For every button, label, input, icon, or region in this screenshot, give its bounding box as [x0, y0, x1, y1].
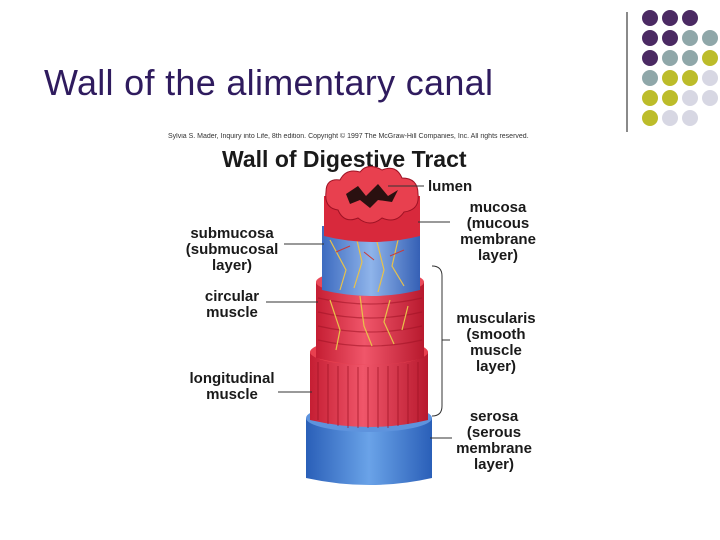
label-submucosa: submucosa (submucosal layer) — [185, 225, 279, 274]
label-longitudinal-muscle: longitudinal muscle — [189, 370, 275, 403]
dot — [642, 10, 658, 26]
dot — [642, 50, 658, 66]
dot — [682, 10, 698, 26]
label-muscularis: muscularis (smooth muscle layer) — [456, 310, 536, 375]
label-circular-muscle: circular muscle — [204, 288, 260, 321]
dot — [702, 90, 718, 106]
dot — [682, 70, 698, 86]
leader-lines — [266, 185, 452, 439]
label-mucosa: mucosa (mucous membrane layer) — [460, 199, 536, 264]
dot — [642, 90, 658, 106]
slide-title: Wall of the alimentary canal — [44, 62, 494, 103]
dot — [662, 30, 678, 46]
dot — [662, 70, 678, 86]
dot — [702, 30, 718, 46]
dot — [682, 30, 698, 46]
dot — [702, 70, 718, 86]
dot — [682, 90, 698, 106]
dot — [642, 70, 658, 86]
dot — [662, 50, 678, 66]
dot — [682, 110, 698, 126]
submucosa-layer — [322, 226, 420, 296]
dot — [662, 90, 678, 106]
figure-title: Wall of Digestive Tract — [222, 146, 467, 172]
dot — [642, 110, 658, 126]
dot — [682, 50, 698, 66]
label-serosa: serosa (serous membrane layer) — [456, 408, 532, 473]
dot — [662, 10, 678, 26]
dot — [702, 50, 718, 66]
dot — [662, 110, 678, 126]
mucosa-layer — [324, 166, 420, 242]
label-lumen: lumen — [428, 178, 473, 195]
dot — [642, 30, 658, 46]
figure-credit: Sylvia S. Mader, Inquiry into Life, 8th … — [168, 133, 529, 140]
muscularis-bracket — [431, 265, 443, 417]
title-divider — [626, 12, 628, 132]
